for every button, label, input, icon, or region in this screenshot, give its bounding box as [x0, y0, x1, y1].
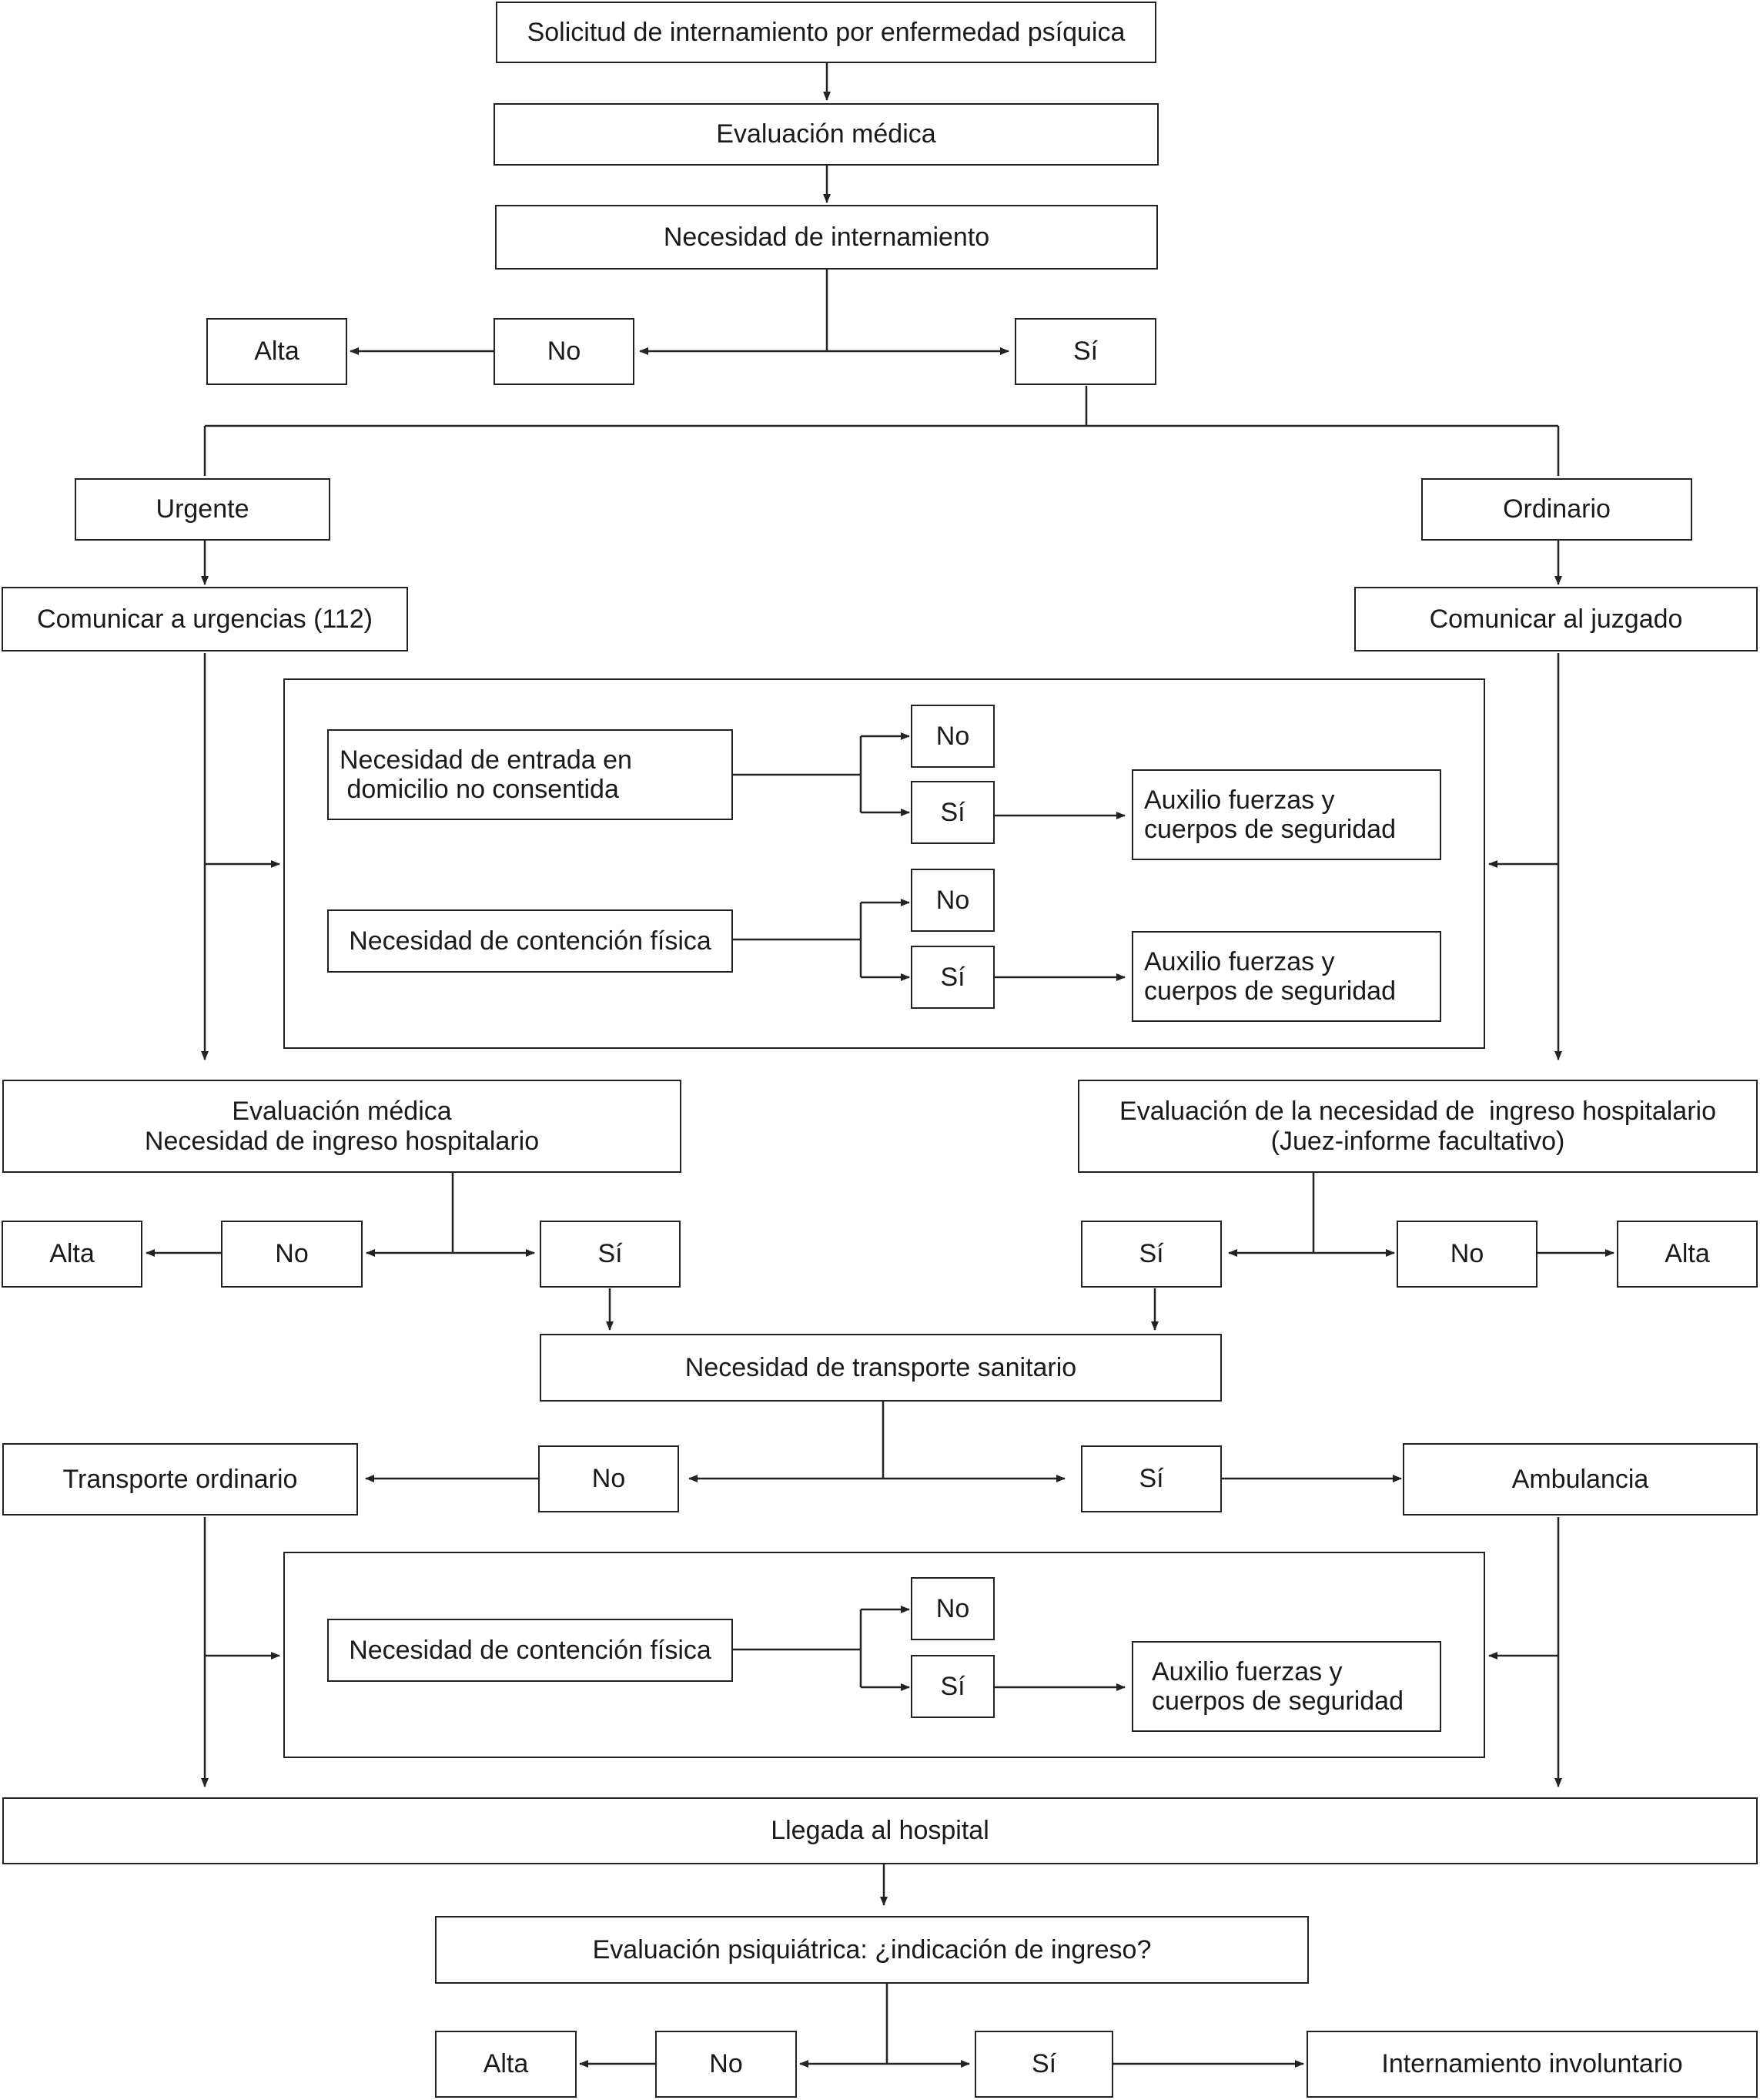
home-entry-need-line1: Necesidad de entrada en: [340, 745, 632, 775]
yes-top-label: Sí: [1072, 337, 1099, 367]
ordinary-transport-label: Transporte ordinario: [62, 1464, 298, 1494]
medical-transport-need-label: Necesidad de transporte sanitario: [684, 1352, 1077, 1382]
security-forces-1-line2: cuerpos de seguridad: [1144, 815, 1397, 844]
discharge-top-node: Alta: [206, 318, 347, 385]
discharge-left-label: Alta: [49, 1239, 95, 1269]
urgent-node: Urgente: [75, 478, 330, 541]
ambulance-label: Ambulancia: [1511, 1464, 1649, 1494]
left-admission-evaluation-line2: Necesidad de ingreso hospitalario: [144, 1126, 540, 1156]
right-admission-evaluation-node: Evaluación de la necesidad de ingreso ho…: [1078, 1080, 1758, 1173]
yes-transport-node: Sí: [1081, 1445, 1222, 1512]
discharge-right-label: Alta: [1665, 1239, 1710, 1269]
yes-bottom-label: Sí: [1031, 2049, 1057, 2079]
internment-need-node: Necesidad de internamiento: [495, 205, 1158, 270]
yes-right-node: Sí: [1081, 1221, 1222, 1288]
restraint-2-yes-label: Sí: [940, 1671, 965, 1701]
no-right-node: No: [1397, 1221, 1537, 1288]
yes-transport-label: Sí: [1139, 1464, 1164, 1494]
ordinary-transport-node: Transporte ordinario: [2, 1443, 358, 1516]
ambulance-node: Ambulancia: [1403, 1443, 1758, 1516]
no-transport-node: No: [538, 1445, 679, 1512]
restraint-1-no-node: No: [911, 869, 995, 932]
right-admission-evaluation-line2: (Juez-informe facultativo): [1270, 1126, 1565, 1156]
hospital-arrival-label: Llegada al hospital: [771, 1816, 989, 1846]
involuntary-internment-label: Internamiento involuntario: [1381, 2049, 1683, 2079]
discharge-right-node: Alta: [1617, 1221, 1758, 1288]
transport-conditions-frame-2: [283, 1552, 1485, 1758]
discharge-left-node: Alta: [2, 1221, 142, 1288]
home-entry-need-line2: domicilio no consentida: [340, 775, 619, 804]
right-admission-evaluation-line1: Evaluación de la necesidad de ingreso ho…: [1119, 1097, 1716, 1127]
no-left-label: No: [275, 1239, 309, 1269]
no-bottom-label: No: [709, 2049, 743, 2079]
involuntary-internment-node: Internamiento involuntario: [1307, 2031, 1758, 2098]
restraint-2-no-node: No: [911, 1577, 995, 1640]
yes-top-node: Sí: [1015, 318, 1156, 385]
request-label: Solicitud de internamiento por enfermeda…: [527, 17, 1126, 47]
hospital-arrival-node: Llegada al hospital: [2, 1797, 1758, 1864]
no-right-label: No: [1450, 1239, 1484, 1269]
notify-emergency-label: Comunicar a urgencias (112): [37, 604, 373, 634]
security-forces-1-line1: Auxilio fuerzas y: [1144, 785, 1335, 815]
yes-left-label: Sí: [597, 1239, 623, 1269]
left-admission-evaluation-node: Evaluación médica Necesidad de ingreso h…: [2, 1080, 681, 1173]
notify-court-node: Comunicar al juzgado: [1354, 587, 1758, 651]
security-forces-2-line1: Auxilio fuerzas y: [1144, 946, 1335, 976]
home-entry-no-label: No: [935, 721, 970, 751]
yes-right-label: Sí: [1139, 1239, 1164, 1269]
security-forces-node-2: Auxilio fuerzas y cuerpos de seguridad: [1132, 931, 1441, 1022]
no-left-node: No: [221, 1221, 363, 1288]
discharge-top-label: Alta: [254, 337, 299, 367]
yes-bottom-node: Sí: [975, 2031, 1113, 2098]
restraint-1-yes-label: Sí: [940, 962, 965, 992]
left-admission-evaluation-line1: Evaluación médica: [232, 1097, 452, 1127]
notify-court-label: Comunicar al juzgado: [1429, 604, 1683, 634]
psychiatric-evaluation-node: Evaluación psiquiátrica: ¿indicación de …: [435, 1916, 1309, 1984]
security-forces-node-3: Auxilio fuerzas y cuerpos de seguridad: [1132, 1641, 1441, 1732]
no-top-label: No: [547, 337, 581, 367]
no-transport-label: No: [591, 1464, 626, 1494]
restraint-need-node-1: Necesidad de contención física: [327, 909, 733, 973]
home-entry-need-node: Necesidad de entrada en domicilio no con…: [327, 729, 733, 820]
restraint-need-node-2: Necesidad de contención física: [327, 1619, 733, 1682]
discharge-bottom-label: Alta: [483, 2049, 529, 2079]
security-forces-3-line2: cuerpos de seguridad: [1152, 1686, 1404, 1716]
request-node: Solicitud de internamiento por enfermeda…: [496, 2, 1156, 63]
restraint-need-2-label: Necesidad de contención física: [349, 1635, 711, 1665]
psychiatric-evaluation-label: Evaluación psiquiátrica: ¿indicación de …: [592, 1934, 1152, 1964]
internment-need-label: Necesidad de internamiento: [663, 222, 990, 252]
medical-evaluation-label: Evaluación médica: [716, 119, 936, 149]
restraint-2-yes-node: Sí: [911, 1655, 995, 1718]
security-forces-node-1: Auxilio fuerzas y cuerpos de seguridad: [1132, 769, 1441, 860]
notify-emergency-node: Comunicar a urgencias (112): [2, 587, 408, 651]
urgent-label: Urgente: [156, 494, 249, 524]
home-entry-yes-node: Sí: [911, 781, 995, 844]
restraint-1-no-label: No: [935, 885, 970, 915]
access-conditions-frame-1: [283, 678, 1485, 1049]
home-entry-no-node: No: [911, 705, 995, 768]
yes-left-node: Sí: [540, 1221, 681, 1288]
restraint-1-yes-node: Sí: [911, 946, 995, 1009]
medical-transport-need-node: Necesidad de transporte sanitario: [540, 1334, 1222, 1402]
medical-evaluation-node: Evaluación médica: [494, 103, 1159, 166]
security-forces-2-line2: cuerpos de seguridad: [1144, 976, 1397, 1006]
ordinary-node: Ordinario: [1421, 478, 1692, 541]
no-top-node: No: [494, 318, 634, 385]
ordinary-label: Ordinario: [1503, 494, 1611, 524]
security-forces-3-line1: Auxilio fuerzas y: [1152, 1656, 1343, 1686]
no-bottom-node: No: [655, 2031, 797, 2098]
home-entry-yes-label: Sí: [940, 797, 965, 827]
restraint-2-no-label: No: [935, 1593, 970, 1623]
discharge-bottom-node: Alta: [435, 2031, 577, 2098]
restraint-need-1-label: Necesidad de contención física: [349, 926, 711, 956]
